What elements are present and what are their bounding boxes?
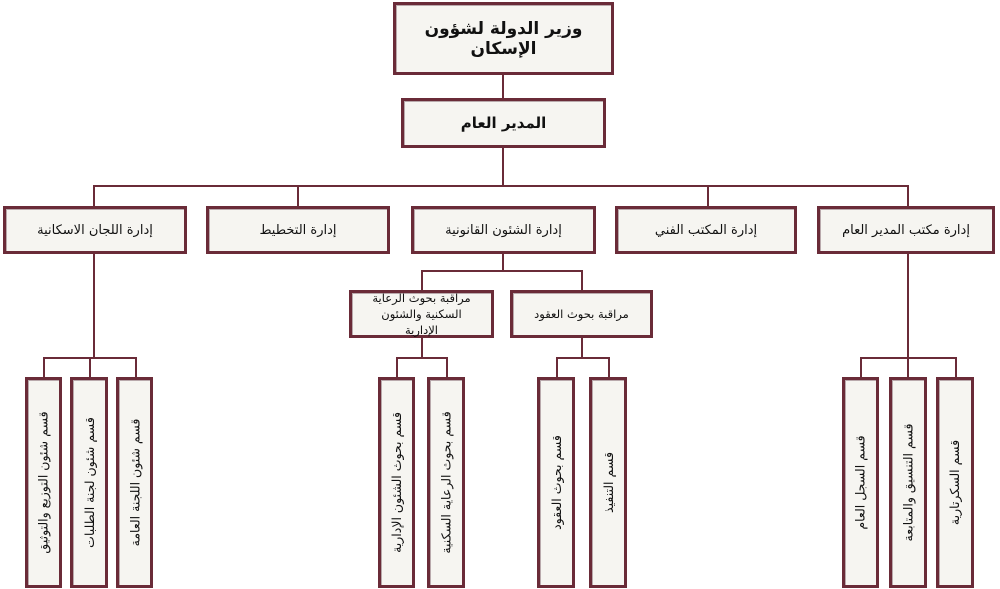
department-label: إدارة المكتب الفني [654, 222, 758, 238]
connector [608, 357, 610, 378]
section-label: قسم بحوث العقود [548, 435, 564, 530]
section-label: قسم شئون اللجنة العامة [126, 418, 142, 547]
connector [396, 357, 398, 378]
connector [446, 357, 448, 378]
section-box: قسم شئون التوزيع والتوثيق [25, 377, 62, 588]
connector [93, 254, 95, 358]
connector [93, 185, 95, 207]
section-box: قسم بحوث العقود [537, 377, 575, 588]
connector [556, 357, 558, 378]
unit-contracts-research: مراقبة بحوث العقود [510, 290, 653, 338]
general-manager-label: المدير العام [460, 114, 547, 132]
section-box: قسم السكرتارية [936, 377, 974, 588]
section-box: قسم التنفيذ [589, 377, 627, 588]
connector [502, 75, 504, 99]
connector [955, 357, 957, 378]
department-housing-committees: إدارة اللجان الاسكانية [3, 206, 187, 254]
connector [89, 357, 91, 378]
connector [396, 357, 448, 359]
section-box: قسم شئون اللجنة العامة [116, 377, 153, 588]
section-box: قسم بحوث الشئون الإدارية [378, 377, 415, 588]
connector [907, 357, 909, 378]
minister-box: وزير الدولة لشؤون الإسكان [393, 2, 614, 75]
department-label: إدارة مكتب المدير العام [842, 222, 970, 238]
section-box: قسم شئون لجنة الطلبات [70, 377, 108, 588]
minister-label: وزير الدولة لشؤون الإسكان [424, 18, 583, 59]
connector [907, 185, 909, 207]
department-label: إدارة الشئون القانونية [445, 222, 562, 238]
connector [421, 270, 423, 291]
department-gm-office: إدارة مكتب المدير العام [817, 206, 995, 254]
department-planning: إدارة التخطيط [206, 206, 390, 254]
section-box: قسم التنسيق والمتابعة [889, 377, 927, 588]
connector [502, 254, 504, 271]
section-label: قسم التنفيذ [600, 452, 616, 513]
department-label: إدارة التخطيط [259, 222, 337, 238]
section-box: قسم بحوث الرعاية السكنية [427, 377, 465, 588]
unit-label: مراقبة بحوث العقود [534, 307, 629, 321]
section-label: قسم بحوث الشئون الإدارية [389, 412, 404, 553]
connector [135, 357, 137, 378]
section-label: قسم شئون التوزيع والتوثيق [36, 411, 51, 554]
connector [421, 338, 423, 358]
connector [297, 185, 299, 207]
section-box: قسم السجل العام [842, 377, 879, 588]
connector [43, 357, 45, 378]
section-label: قسم بحوث الرعاية السكنية [438, 411, 454, 554]
connector [502, 148, 504, 187]
unit-label: مراقبة بحوث الرعاية السكنية والشئون الإد… [372, 291, 471, 337]
connector [907, 254, 909, 358]
department-legal-affairs: إدارة الشئون القانونية [411, 206, 596, 254]
general-manager-box: المدير العام [401, 98, 606, 148]
unit-care-admin-research: مراقبة بحوث الرعاية السكنية والشئون الإد… [349, 290, 494, 338]
department-label: إدارة اللجان الاسكانية [37, 222, 153, 238]
connector [556, 357, 610, 359]
connector [581, 338, 583, 358]
connector [707, 185, 709, 207]
connector [421, 270, 583, 272]
connector [581, 270, 583, 291]
connector [860, 357, 862, 378]
section-label: قسم السكرتارية [947, 439, 963, 526]
department-technical-office: إدارة المكتب الفني [615, 206, 797, 254]
section-label: قسم السجل العام [852, 435, 868, 530]
section-label: قسم شئون لجنة الطلبات [81, 417, 97, 548]
connector [93, 185, 909, 187]
section-label: قسم التنسيق والمتابعة [900, 423, 916, 542]
